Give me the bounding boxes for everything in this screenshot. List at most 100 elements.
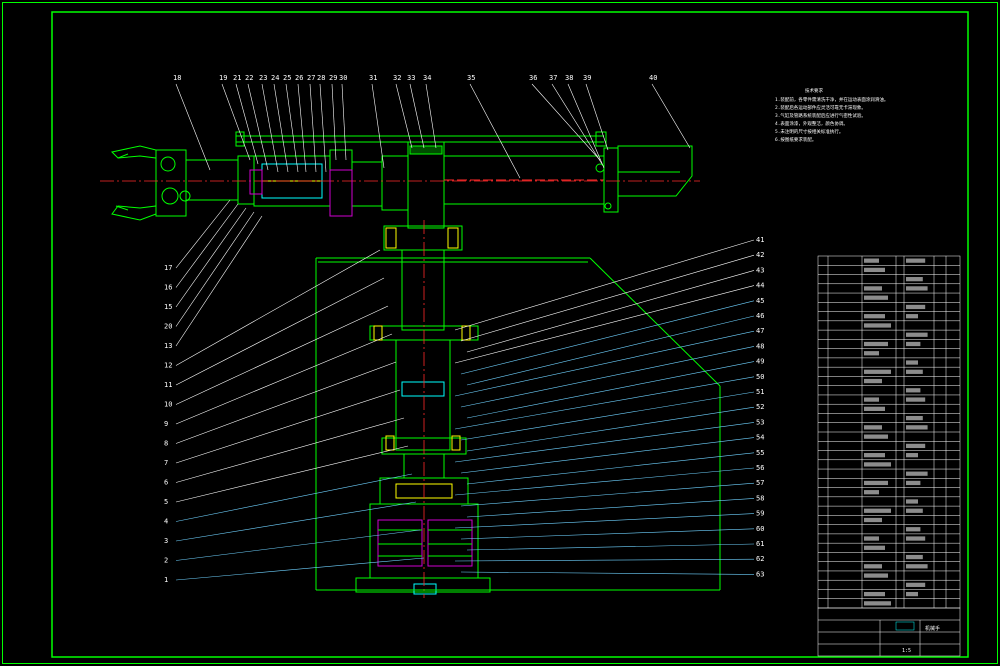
- balloon-label: 24: [271, 74, 279, 82]
- bom-cell-text-mark: [864, 508, 891, 513]
- tech-note-line: 6.按图纸要求装配。: [775, 136, 816, 143]
- leader-line: [175, 445, 409, 503]
- leader-line: [235, 83, 259, 165]
- column-assembly: [355, 220, 491, 598]
- balloon-label: 19: [219, 74, 227, 82]
- bom-cell-text-mark: [864, 286, 882, 291]
- balloon-label: 41: [756, 236, 764, 244]
- bom-cell-text-mark: [906, 499, 918, 504]
- leader-line: [460, 254, 755, 342]
- balloon-label: 23: [259, 74, 267, 82]
- bom-cell-text-mark: [864, 601, 891, 606]
- balloon-label: 42: [756, 251, 764, 259]
- cylinder-end-block: [407, 141, 445, 229]
- leader-line: [460, 300, 755, 375]
- balloon-label: 36: [529, 74, 537, 82]
- bom-cell-text-mark: [864, 573, 888, 578]
- leader-line: [175, 277, 385, 386]
- leader-line: [466, 406, 755, 452]
- leader-line: [175, 207, 247, 308]
- bom-cell-text-mark: [864, 314, 885, 319]
- leader-line: [331, 83, 337, 161]
- support-stand: [315, 257, 721, 591]
- balloon-label: 61: [756, 540, 764, 548]
- leader-line: [531, 83, 601, 161]
- balloon-label: 4: [164, 518, 168, 526]
- bom-cell-text-mark: [906, 508, 923, 513]
- leader-line: [175, 501, 417, 542]
- balloon-label: 32: [393, 74, 401, 82]
- leader-line: [460, 391, 755, 441]
- leader-line: [466, 498, 755, 518]
- balloon-label: 63: [756, 570, 764, 578]
- leader-line: [175, 211, 255, 327]
- leader-line: [175, 333, 393, 425]
- balloon-label: 29: [329, 74, 337, 82]
- bom-cell-text-mark: [864, 295, 888, 300]
- bom-cell-text-mark: [906, 258, 926, 263]
- bom-cell-text-mark: [906, 536, 926, 541]
- bom-cell-text-mark: [906, 443, 926, 449]
- leader-line: [175, 361, 397, 444]
- tech-notes-title: 技术要求: [805, 87, 823, 94]
- bom-cell-text-mark: [864, 490, 879, 495]
- leader-line: [460, 346, 755, 408]
- leader-line: [454, 376, 755, 430]
- balloon-label: 1: [164, 576, 168, 584]
- balloon-label: 55: [756, 449, 764, 457]
- balloon-label: 56: [756, 464, 764, 472]
- bom-cell-text-mark: [906, 388, 921, 393]
- leader-line: [567, 83, 605, 169]
- balloon-label: 17: [164, 264, 172, 272]
- bom-cell-text-mark: [906, 277, 923, 282]
- leader-line: [466, 361, 755, 419]
- leader-line: [175, 305, 389, 405]
- leader-line: [309, 83, 317, 173]
- balloon-label: 34: [423, 74, 431, 82]
- balloon-label: 53: [756, 418, 764, 426]
- balloon-label: 37: [549, 74, 557, 82]
- leader-line: [585, 83, 609, 151]
- bom-table: [817, 255, 961, 609]
- balloon-label: 18: [173, 74, 181, 82]
- balloon-label: 25: [283, 74, 291, 82]
- bom-cell-text-mark: [906, 341, 921, 347]
- balloon-label: 46: [756, 312, 764, 320]
- bom-cell-text-mark: [864, 591, 885, 597]
- leader-line: [261, 83, 279, 173]
- leader-line: [460, 437, 755, 474]
- balloon-label: 26: [295, 74, 303, 82]
- bom-cell-text-mark: [864, 378, 882, 384]
- base-plate: [355, 577, 491, 593]
- leader-line: [460, 482, 755, 507]
- balloon-label: 11: [164, 381, 172, 389]
- bom-cell-text-mark: [906, 286, 928, 291]
- balloon-label: 2: [164, 557, 168, 565]
- bom-cell-text-mark: [906, 425, 928, 430]
- tech-note-line: 1.装配前，各零件需清洗干净，并在运动表面涂润滑油。: [775, 96, 888, 103]
- leader-line: [425, 83, 437, 149]
- balloon-label: 38: [565, 74, 573, 82]
- balloon-label: 10: [164, 401, 172, 409]
- balloon-label: 7: [164, 459, 168, 467]
- leader-line: [319, 83, 327, 173]
- bom-cell-text-mark: [864, 453, 885, 458]
- technical-notes: 技术要求 1.装配前，各零件需清洗干净，并在运动表面涂润滑油。2.装配后各运动部…: [775, 87, 888, 143]
- bom-cell-text-mark: [906, 591, 918, 597]
- balloon-label: 60: [756, 525, 764, 533]
- leader-line: [469, 83, 521, 179]
- balloon-label: 45: [756, 297, 764, 305]
- leader-line: [175, 199, 231, 269]
- leader-line: [454, 422, 755, 463]
- bom-cell-text-mark: [864, 545, 885, 550]
- bom-cell-text-mark: [906, 304, 926, 310]
- leader-line: [175, 249, 381, 366]
- leader-line: [460, 571, 755, 575]
- gripper-jaw-lower: [111, 205, 157, 221]
- leader-line: [175, 529, 421, 561]
- balloon-label: 62: [756, 555, 764, 563]
- balloon-label: 9: [164, 420, 168, 428]
- bom-cell-text-mark: [864, 425, 882, 430]
